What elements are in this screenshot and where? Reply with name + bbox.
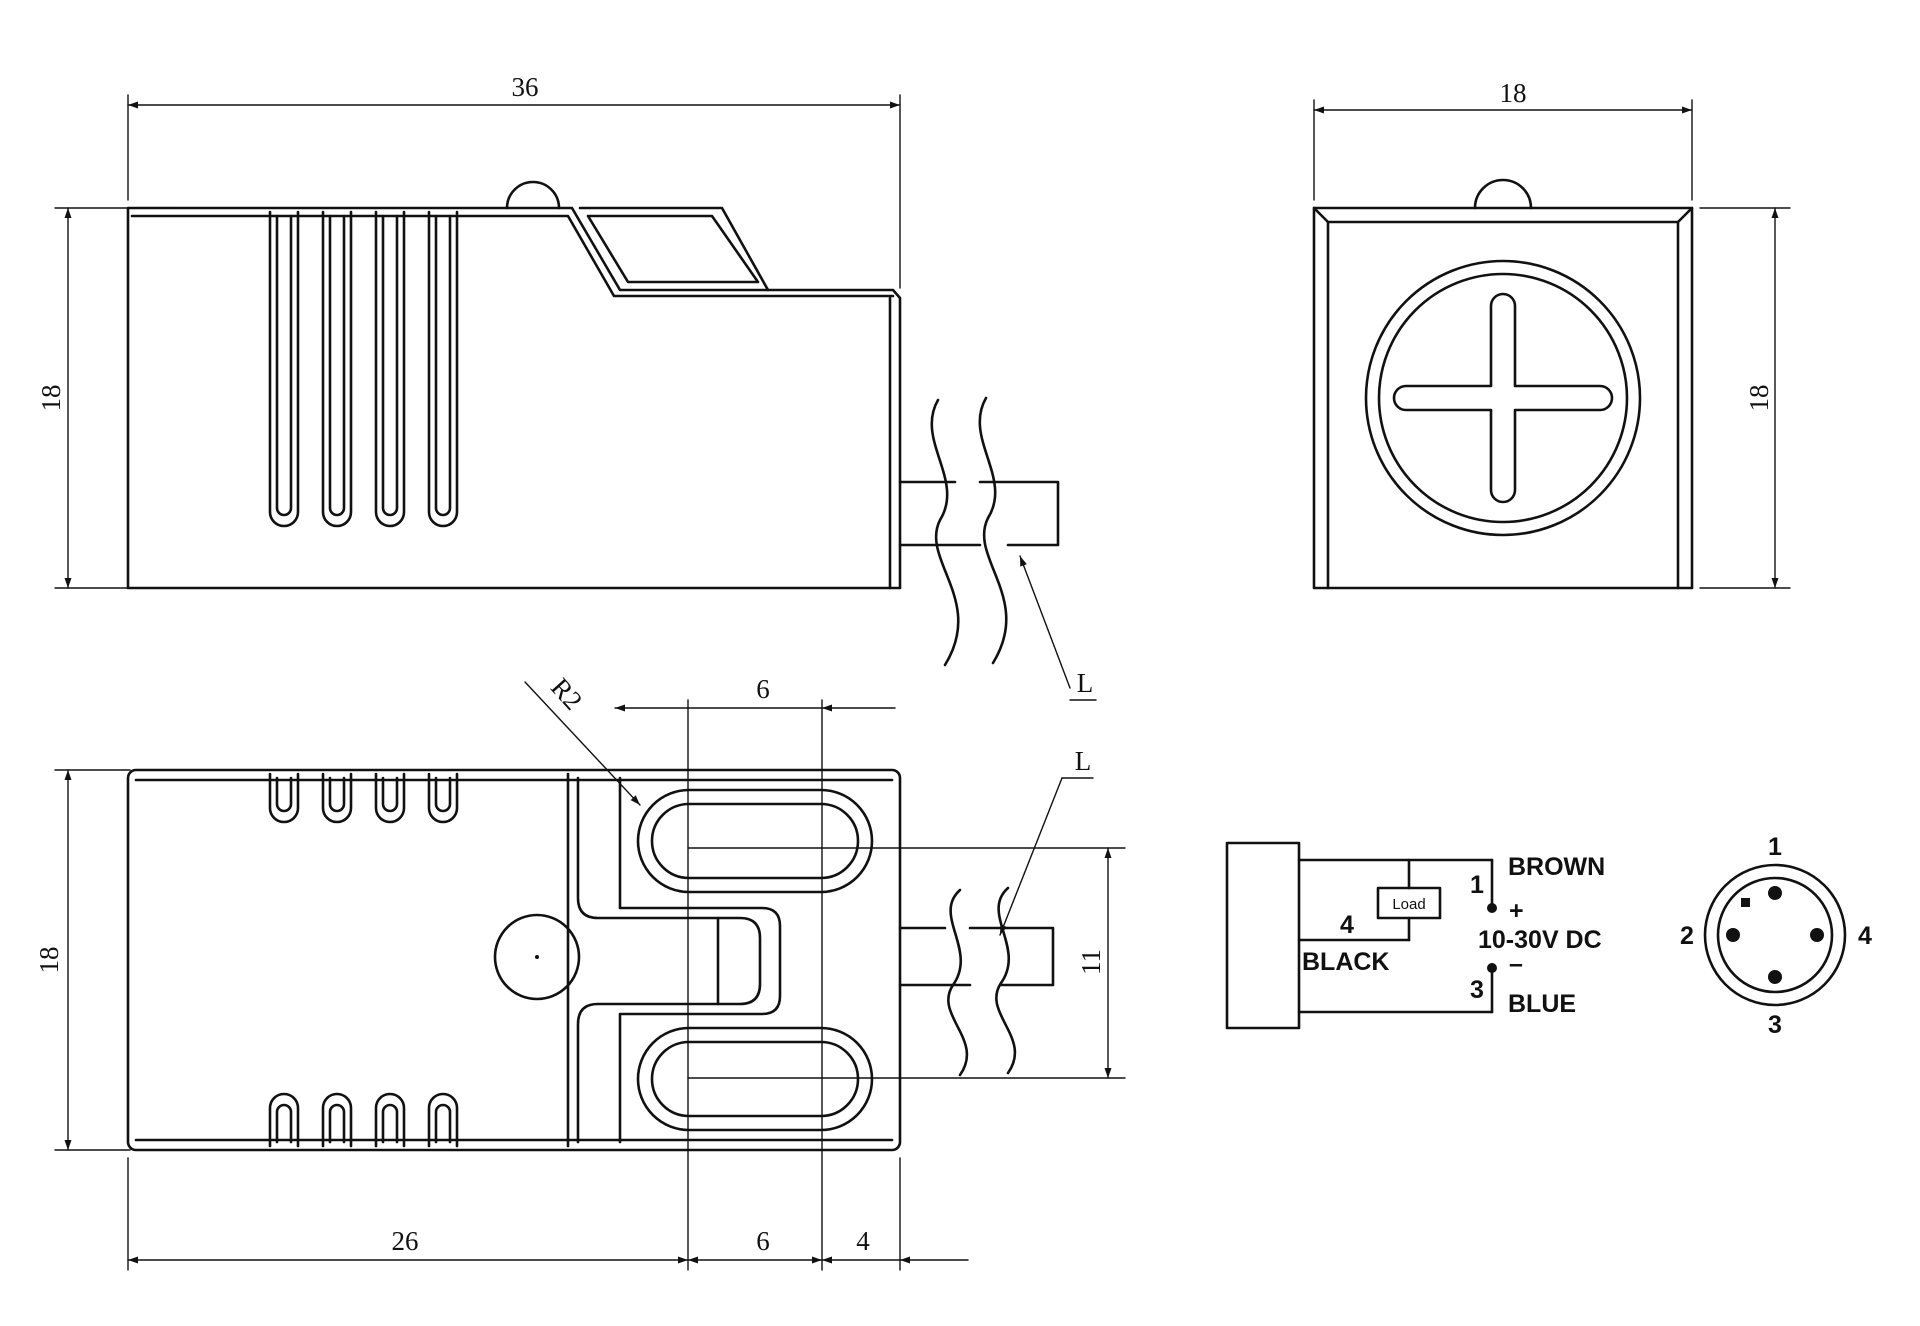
dim-height-18-bottom: 18	[34, 947, 64, 974]
mounting-slot-lower	[636, 1026, 874, 1132]
cross-target-icon	[1392, 292, 1614, 504]
minus-sign: –	[1509, 950, 1523, 978]
blue-label: BLUE	[1508, 990, 1576, 1018]
wiring-diagram: Load 1 BROWN + 10-30V DC – 3 BLUE 4 BLAC…	[1225, 841, 1605, 1030]
voltage-label: 10-30V DC	[1478, 926, 1602, 954]
key-marker	[1741, 898, 1750, 907]
pin-2-dot	[1726, 928, 1740, 942]
terminal-minus	[1487, 963, 1497, 973]
pin-1-dot	[1768, 886, 1782, 900]
connector-pinout: 1 2 3 4	[1680, 833, 1872, 1039]
dim-height-18-end: 18	[1744, 385, 1774, 412]
pin-3-label: 3	[1768, 1011, 1782, 1039]
dim-length-6: 6	[756, 1226, 770, 1256]
cable-length-label-bottom: L	[1075, 746, 1092, 776]
cable-bottom	[898, 886, 1055, 1077]
cable-side	[898, 396, 1060, 667]
terminal-plus	[1487, 903, 1497, 913]
pin-black-number: 4	[1340, 911, 1354, 939]
dim-length-26: 26	[392, 1226, 419, 1256]
led-indicator	[493, 913, 581, 1001]
pin-brown-number: 1	[1470, 871, 1484, 899]
dim-width-18-end: 18	[1500, 78, 1527, 108]
sensor-block	[1225, 841, 1301, 1030]
pin-1-label: 1	[1768, 833, 1782, 861]
plus-sign: +	[1509, 897, 1524, 925]
dim-radius-r2: R2	[545, 672, 588, 715]
cooling-fins-top	[268, 772, 459, 824]
end-view: 18 18	[1312, 78, 1791, 590]
mounting-slot-upper	[636, 788, 874, 894]
pin-4-label: 4	[1858, 922, 1872, 950]
cable-length-label-side: L	[1077, 668, 1094, 698]
pin-4-dot	[1810, 928, 1824, 942]
dim-length-4: 4	[856, 1226, 870, 1256]
brown-label: BROWN	[1508, 853, 1605, 881]
cooling-fins-side	[268, 210, 459, 528]
side-view: 36 18 L	[36, 72, 1097, 701]
load-box	[1376, 886, 1442, 920]
pin-3-dot	[1768, 970, 1782, 984]
pin-2-label: 2	[1680, 922, 1694, 950]
dim-height-18-side: 18	[36, 385, 66, 412]
load-label: Load	[1392, 896, 1425, 913]
dim-slot-spacing-11: 11	[1076, 949, 1106, 975]
bottom-view: 18 11 6 R2 26 6 4 L	[34, 672, 1126, 1271]
dim-width-36: 36	[512, 72, 539, 102]
black-label: BLACK	[1302, 948, 1390, 976]
dim-slot-length-6: 6	[756, 674, 770, 704]
cooling-fins-bottom	[268, 1092, 459, 1148]
pin-blue-number: 3	[1470, 976, 1484, 1004]
